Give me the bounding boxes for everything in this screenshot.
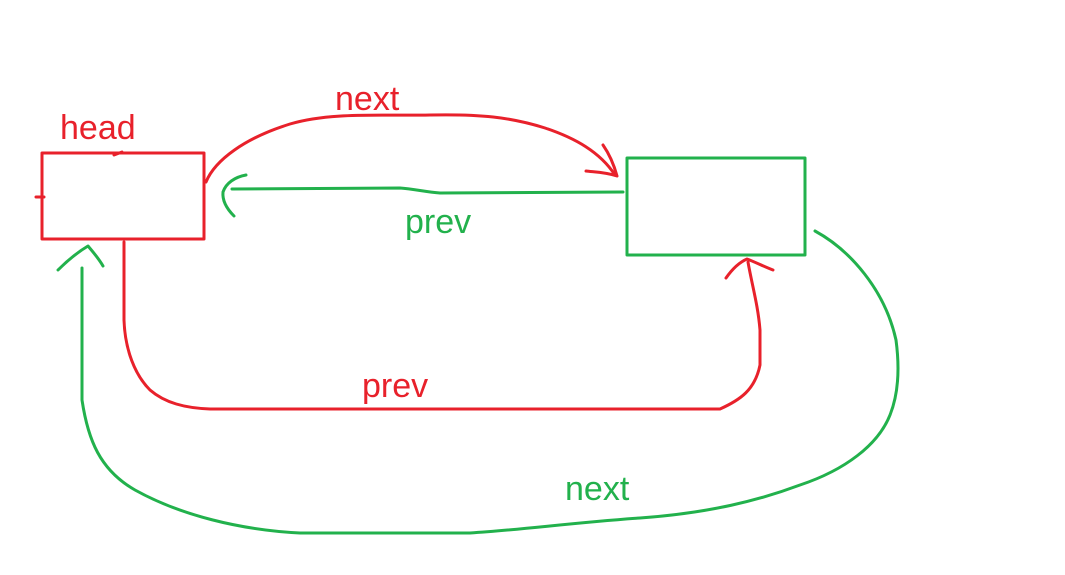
top-prev-label: prev [405, 203, 471, 241]
bottom-next-label: next [565, 470, 630, 508]
second-prev-arrowhead [221, 173, 248, 218]
second-prev-arrow [230, 186, 625, 195]
second-next-arrow [80, 229, 900, 535]
head-label: head [60, 109, 136, 147]
head-node-box [40, 151, 206, 241]
head-prev-arrowhead [724, 257, 775, 280]
top-next-label: next [335, 80, 400, 118]
second-node-box [625, 156, 807, 257]
bottom-prev-label: prev [362, 367, 428, 405]
head-next-arrow [204, 113, 617, 184]
second-next-arrowhead [56, 244, 105, 272]
head-prev-arrow [122, 240, 762, 411]
head-next-arrowhead [584, 143, 619, 178]
head-node-tick-top [112, 150, 124, 157]
